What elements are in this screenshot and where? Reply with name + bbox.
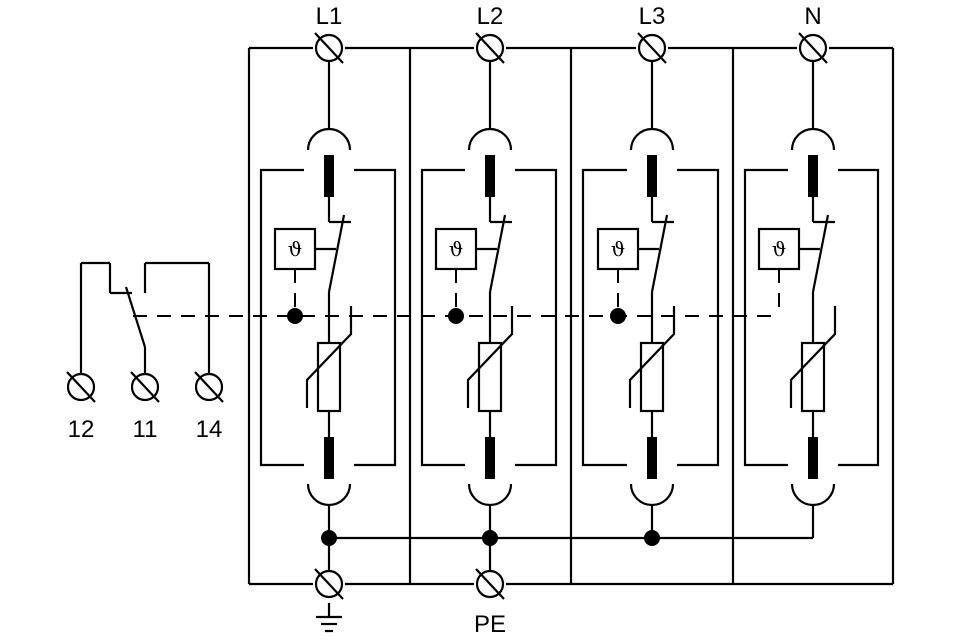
terminal-slash: [314, 568, 344, 600]
cartridge-outline: [581, 168, 627, 467]
signal-terminal-label: 11: [133, 416, 158, 443]
varistor-icon: [800, 341, 826, 413]
varistor-icon: [316, 341, 342, 413]
terminal-icon: [637, 32, 667, 64]
terminal-slash: [66, 371, 96, 403]
terminal-icon: [475, 568, 505, 600]
module-l2: ϑ: [420, 32, 558, 538]
fuse-icon: [647, 437, 657, 479]
fuse-icon: [324, 437, 334, 479]
varistor-characteristic: [466, 306, 514, 408]
module-l3: ϑ: [581, 32, 720, 538]
cartridge-outline: [515, 168, 558, 467]
terminal-slash: [130, 371, 160, 403]
terminal-slash: [637, 32, 667, 64]
signal-switch-blade: [124, 286, 147, 348]
varistor-icon: [639, 341, 665, 413]
plug-contact-icon: [629, 127, 675, 151]
junction-dot: [644, 530, 660, 546]
cartridge-outline: [420, 168, 465, 467]
terminal-label: N: [804, 3, 821, 30]
common-bus: [314, 530, 813, 600]
fuse-icon: [485, 155, 495, 197]
terminal-icon: [66, 371, 96, 403]
terminal-icon: [314, 568, 344, 600]
switch-blade: [811, 214, 830, 293]
fuse-icon: [647, 155, 657, 197]
theta-symbol: ϑ: [611, 237, 625, 261]
plug-contact-icon: [467, 483, 513, 507]
terminal-icon: [130, 371, 160, 403]
fuse-icon: [324, 155, 334, 197]
terminal-circle: [475, 33, 505, 63]
terminal-circle: [798, 33, 828, 63]
signal-terminal-label: 14: [196, 416, 223, 443]
terminal-circle: [475, 569, 505, 599]
plug-contact-icon: [629, 483, 675, 507]
switch-blade: [488, 214, 507, 293]
terminal-icon: [475, 32, 505, 64]
plug-contact-icon: [467, 127, 513, 151]
cartridge-outline: [354, 168, 397, 467]
cartridge-outline: [838, 168, 880, 467]
terminal-label: L2: [477, 3, 504, 30]
terminal-circle: [66, 372, 96, 402]
terminal-icon: [314, 32, 344, 64]
cartridge-outline: [743, 168, 788, 467]
junction-dot: [287, 308, 303, 324]
signal-terminal-label: 12: [68, 416, 95, 443]
cartridge-outline: [259, 168, 304, 467]
terminal-slash: [194, 371, 224, 403]
terminal-circle: [314, 569, 344, 599]
terminal-icon: [798, 32, 828, 64]
module-n: ϑ: [743, 32, 880, 538]
plug-contact-icon: [306, 127, 352, 151]
switch-blade: [327, 214, 346, 293]
terminal-circle: [314, 33, 344, 63]
labels: L1 L2 L3 N PE 12 11 14: [68, 3, 822, 638]
terminal-slash: [314, 32, 344, 64]
terminal-slash: [475, 32, 505, 64]
switch-blade: [650, 214, 669, 293]
ground-icon: [316, 603, 342, 633]
terminal-icon: [194, 371, 224, 403]
theta-symbol: ϑ: [772, 237, 786, 261]
plug-contact-icon: [790, 127, 836, 151]
terminal-slash: [475, 568, 505, 600]
cartridge-outline: [677, 168, 720, 467]
plug-contact-icon: [306, 483, 352, 507]
varistor-icon: [477, 341, 503, 413]
pe-label: PE: [474, 611, 506, 638]
module-l1: ϑ: [259, 32, 397, 538]
terminal-slash: [798, 32, 828, 64]
terminal-label: L1: [316, 3, 343, 30]
varistor-characteristic: [789, 306, 837, 408]
remote-signal-contact: [66, 261, 780, 403]
terminal-label: L3: [639, 3, 666, 30]
terminal-circle: [637, 33, 667, 63]
varistor-characteristic: [305, 306, 353, 408]
plug-contact-icon: [790, 483, 836, 507]
terminal-circle: [194, 372, 224, 402]
enclosure-frame: [247, 46, 895, 586]
fuse-icon: [808, 155, 818, 197]
fuse-icon: [485, 437, 495, 479]
theta-symbol: ϑ: [449, 237, 463, 261]
terminal-circle: [130, 372, 160, 402]
varistor-characteristic: [628, 306, 676, 408]
theta-symbol: ϑ: [288, 237, 302, 261]
fuse-icon: [808, 437, 818, 479]
